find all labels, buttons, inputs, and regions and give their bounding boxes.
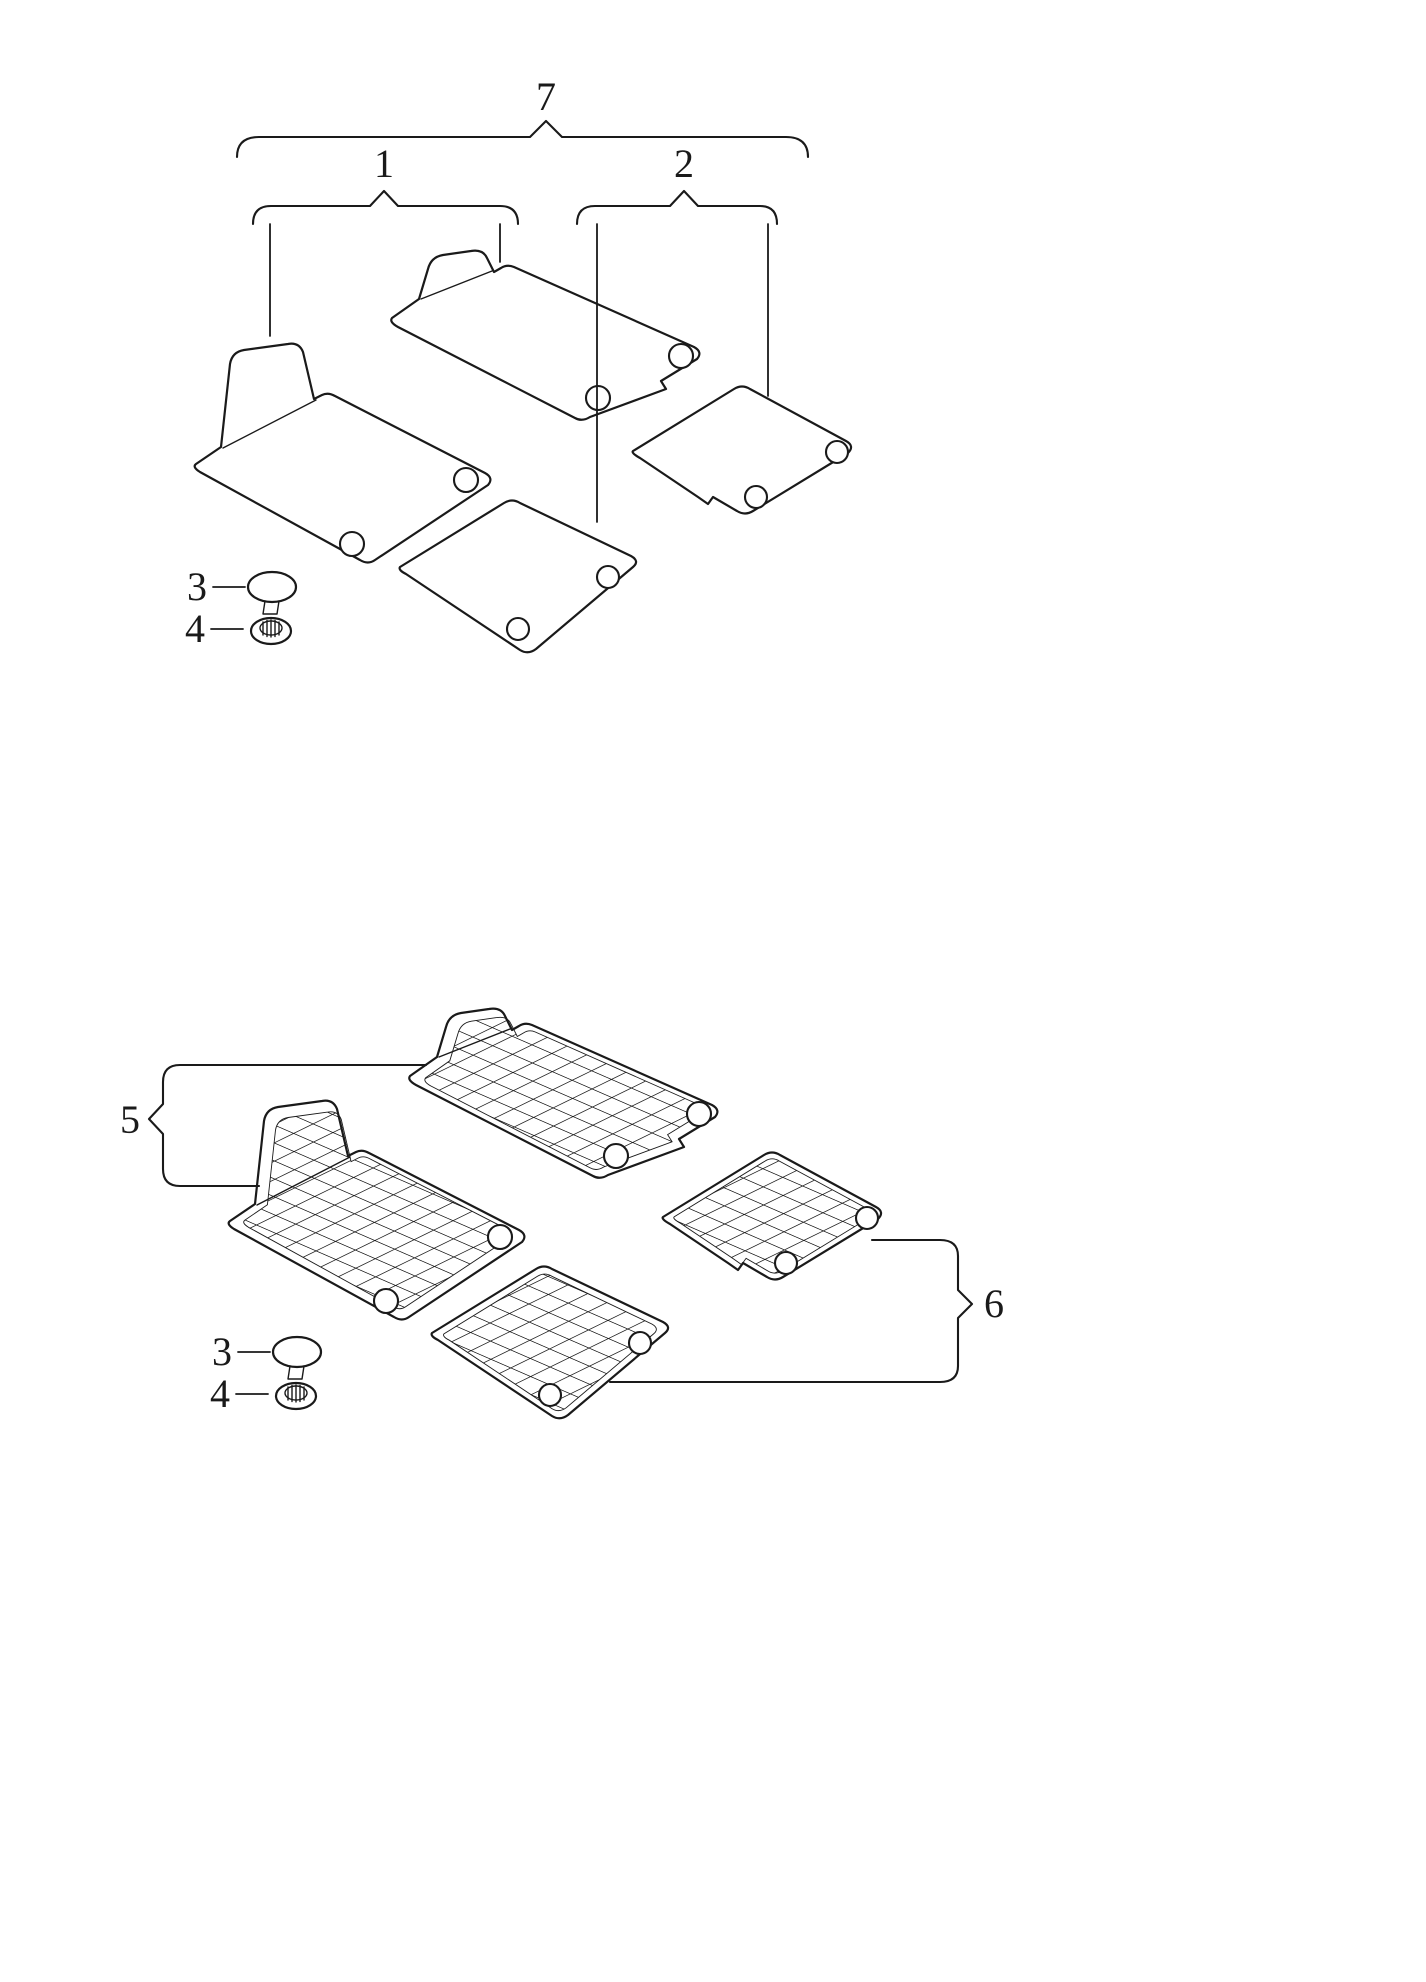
- callout-7: 7: [536, 74, 556, 119]
- rear-pair-leader-lines: [596, 223, 769, 523]
- callout-6: 6: [984, 1281, 1004, 1326]
- callout-1: 1: [374, 141, 394, 186]
- front-pair-brace-1: [251, 189, 520, 226]
- front-left-rubber-mat: [227, 1099, 526, 1321]
- front-right-textile-mat: [390, 249, 701, 421]
- retainer-cap-part-rubber: [271, 1335, 323, 1381]
- callout-3-rubber: 3: [212, 1329, 232, 1374]
- rear-rubber-brace-6: [608, 1238, 974, 1384]
- front-left-textile-mat: [193, 342, 492, 564]
- front-left-rubber-mat-grid: [243, 1111, 511, 1310]
- retainer-cap-part: [246, 570, 298, 616]
- callout-4: 4: [185, 606, 205, 651]
- textile-mat-set: 7 1 2 3 4: [185, 74, 853, 654]
- front-pair-leader-lines: [269, 223, 501, 337]
- front-right-rubber-mat: [408, 1007, 719, 1179]
- callout-4-rubber: 4: [210, 1371, 230, 1416]
- callout-5: 5: [120, 1097, 140, 1142]
- set-7-brace: [235, 119, 810, 159]
- front-rubber-brace-5: [147, 1063, 428, 1188]
- rear-left-rubber-mat: [430, 1265, 670, 1420]
- rubber-mat-set: 5 6 3 4: [120, 1007, 1004, 1420]
- callout-3: 3: [187, 564, 207, 609]
- rear-pair-brace-2: [575, 189, 779, 226]
- rear-right-rubber-mat-grid: [673, 1158, 871, 1274]
- retainer-clip-part: [249, 616, 293, 646]
- rear-right-textile-mat: [631, 385, 853, 515]
- retainer-clip-part-rubber: [274, 1381, 318, 1411]
- rear-right-rubber-mat: [661, 1151, 883, 1281]
- callout-2: 2: [674, 141, 694, 186]
